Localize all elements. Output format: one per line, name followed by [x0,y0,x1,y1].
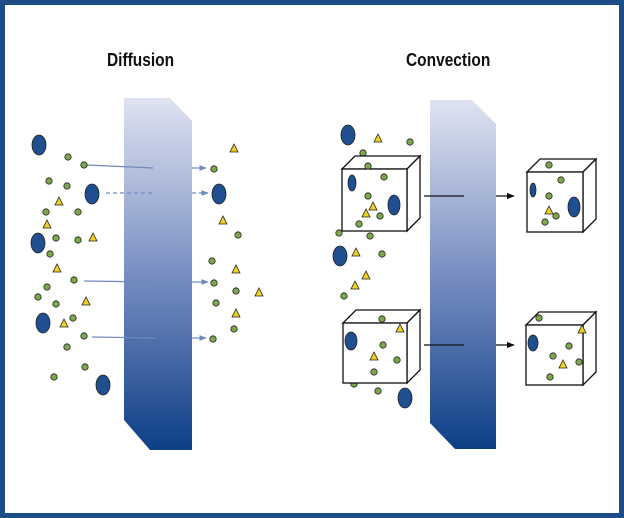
triangle-particle [42,219,52,229]
diffusion-membrane [124,98,192,450]
large-particle [397,387,413,409]
small-particle [81,363,89,371]
triangle-particle [361,270,371,280]
diffusion-arrow-1-inner [86,164,154,169]
particle-cube-left-bottom [341,308,422,385]
small-particle [234,231,242,239]
triangle-particle [254,287,264,297]
small-particle [209,335,217,343]
large-particle [35,312,51,334]
convection-title: Convection [406,50,491,70]
small-particle [69,314,77,322]
large-particle [95,374,111,396]
small-particle [359,149,367,157]
small-particle [63,182,71,190]
small-particle [74,208,82,216]
triangle-particle [54,196,64,206]
small-particle [374,387,382,395]
triangle-particle [218,215,228,225]
triangle-particle [52,263,62,273]
triangle-particle [81,296,91,306]
small-particle [74,236,82,244]
small-particle [406,138,414,146]
particle-cube-right-top [525,157,598,234]
small-particle [340,292,348,300]
diffusion-arrow-4-inner [91,336,156,339]
small-particle [378,250,386,258]
triangle-particle [229,143,239,153]
diffusion-left-particles [30,134,111,396]
diffusion-right-particles [208,143,264,343]
small-particle [210,165,218,173]
small-particle [52,234,60,242]
small-particle [64,153,72,161]
small-particle [80,332,88,340]
small-particle [46,250,54,258]
large-particle [31,134,47,156]
convection-membrane [430,100,496,449]
triangle-particle [231,308,241,318]
triangle-particle [88,232,98,242]
small-particle [50,373,58,381]
triangle-particle [231,264,241,274]
small-particle [42,208,50,216]
convection-panel [332,100,598,449]
small-particle [70,276,78,284]
large-particle [84,183,100,205]
small-particle [52,300,60,308]
large-particle [340,124,356,146]
small-particle [366,232,374,240]
triangle-particle [373,133,383,143]
small-particle [212,299,220,307]
small-particle [230,325,238,333]
small-particle [43,283,51,291]
triangle-particle [350,280,360,290]
small-particle [208,257,216,265]
triangle-particle [351,247,361,257]
large-particle [211,183,227,205]
small-particle [34,293,42,301]
small-particle [210,279,218,287]
diffusion-arrow-3-inner [83,280,156,283]
small-particle [63,343,71,351]
particle-cube-left-top [340,154,422,233]
small-particle [45,177,53,185]
triangle-particle [59,318,69,328]
particle-cube-right-bottom [524,310,598,387]
diffusion-title: Diffusion [107,50,175,70]
small-particle [80,161,88,169]
convection-loose-particles [332,124,414,409]
large-particle [30,232,46,254]
diffusion-panel [30,98,264,450]
small-particle [335,229,343,237]
large-particle [332,245,348,267]
small-particle [232,287,240,295]
